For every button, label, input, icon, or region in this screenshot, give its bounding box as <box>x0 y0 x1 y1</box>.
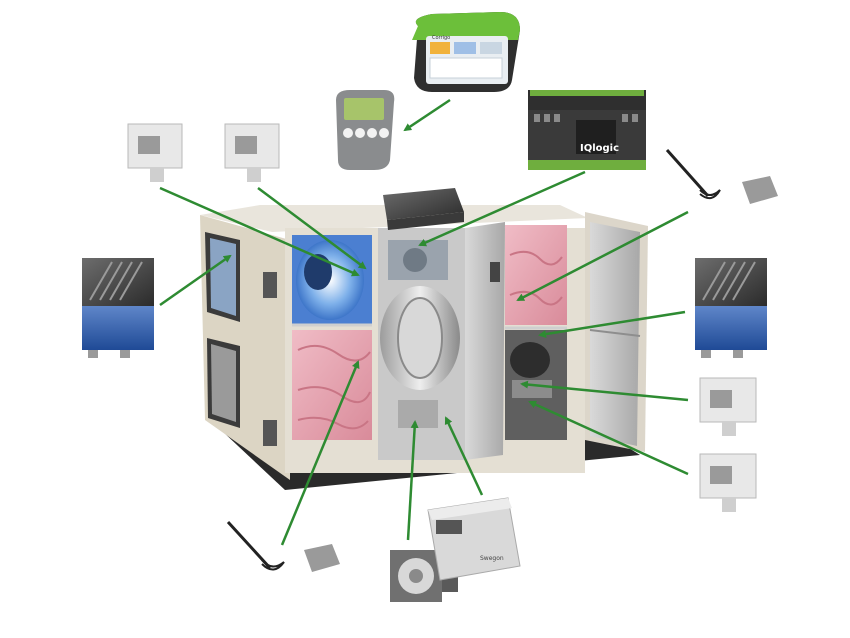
controller-brand-label: IQlogic <box>580 143 619 154</box>
arrow-converter-left <box>159 254 232 307</box>
arrow-sensor-right <box>516 210 689 302</box>
arrow-converter-right <box>538 310 686 339</box>
damper-actuator <box>699 377 757 436</box>
iqlogic-controller: IQlogic <box>528 90 646 170</box>
arrow-actuator-center <box>257 186 367 270</box>
arrow-actuator-right-upper <box>520 380 689 402</box>
hand-terminal <box>336 90 395 170</box>
air-handling-unit <box>200 188 648 490</box>
arrow-actuator-left <box>159 186 360 277</box>
touch-panel-app-label: Corrigo <box>432 35 450 41</box>
arrow-motor <box>406 420 419 541</box>
damper-actuator <box>127 123 183 182</box>
damper-actuator <box>699 453 757 512</box>
motor-controller: Swegon <box>427 497 521 581</box>
callout-arrows <box>159 98 689 546</box>
arrow-motor-controller <box>444 416 484 496</box>
motor-brand-label: Swegon <box>480 555 504 562</box>
temperature-sensor <box>226 520 340 572</box>
arrow-controller-to-unit <box>418 170 586 247</box>
frequency-converter <box>82 258 154 358</box>
frequency-converter <box>695 258 767 358</box>
arrow-actuator-right-lower <box>528 400 689 476</box>
damper-actuator <box>224 123 280 182</box>
touch-display-panel: Corrigo <box>412 12 520 92</box>
temperature-sensor <box>665 149 778 204</box>
arrow-display-to-terminal <box>403 98 451 132</box>
rotor-motor <box>390 550 458 602</box>
arrow-sensor-left <box>280 360 360 546</box>
